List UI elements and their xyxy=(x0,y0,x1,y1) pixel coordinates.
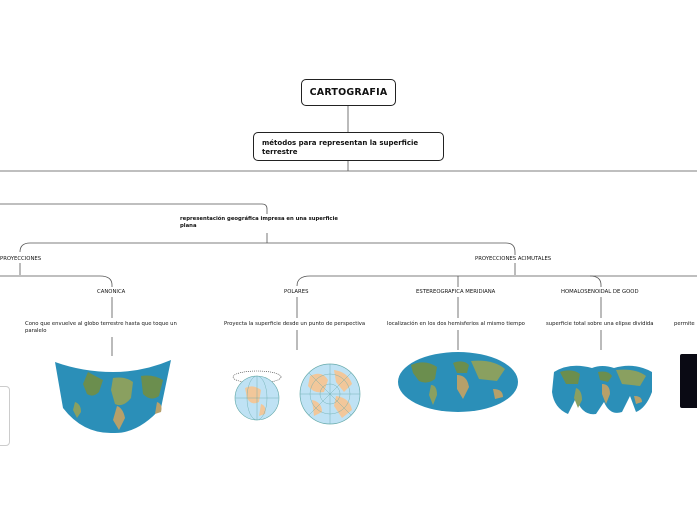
world-map-image xyxy=(398,352,518,412)
child-title-canonica[interactable]: CANONICA xyxy=(97,289,126,295)
polar-map-image xyxy=(299,363,361,425)
left-branch-label[interactable]: PROYECCIONES xyxy=(0,256,42,262)
definition-label[interactable]: representación geográfica impresa en una… xyxy=(180,216,338,229)
child-desc-homalosenoidal[interactable]: superficie total sobre una elipse dividi… xyxy=(546,321,654,327)
child-title-polares[interactable]: POLARES xyxy=(284,289,309,295)
child-desc-canonica[interactable]: Cono que envuelve al globo terrestre has… xyxy=(25,321,177,334)
root-node[interactable]: CARTOGRAFIA xyxy=(301,79,396,106)
child-desc-polares[interactable]: Proyecta la superficie desde un punto de… xyxy=(224,321,366,327)
right-branch-label[interactable]: PROYECCIONES ACIMUTALES xyxy=(475,256,552,262)
child-desc-estereografica[interactable]: localización en los dos hemisferios al m… xyxy=(387,321,525,327)
root-label: CARTOGRAFIA xyxy=(309,87,388,98)
dark-map-thumbnail xyxy=(680,354,697,408)
goode-map-image xyxy=(552,365,652,415)
child-title-homalosenoidal[interactable]: HOMALOSENOIDAL DE GOOD xyxy=(561,289,639,295)
polar-globe-image xyxy=(232,370,282,421)
methods-node[interactable]: métodos para representan la superficie t… xyxy=(253,132,444,161)
child-desc-partial[interactable]: permite xyxy=(674,321,695,327)
offscreen-node-edge xyxy=(0,386,10,446)
child-title-estereografica[interactable]: ESTEREOGRAFICA MERIDIANA xyxy=(416,289,496,295)
conic-map-image xyxy=(55,360,171,434)
